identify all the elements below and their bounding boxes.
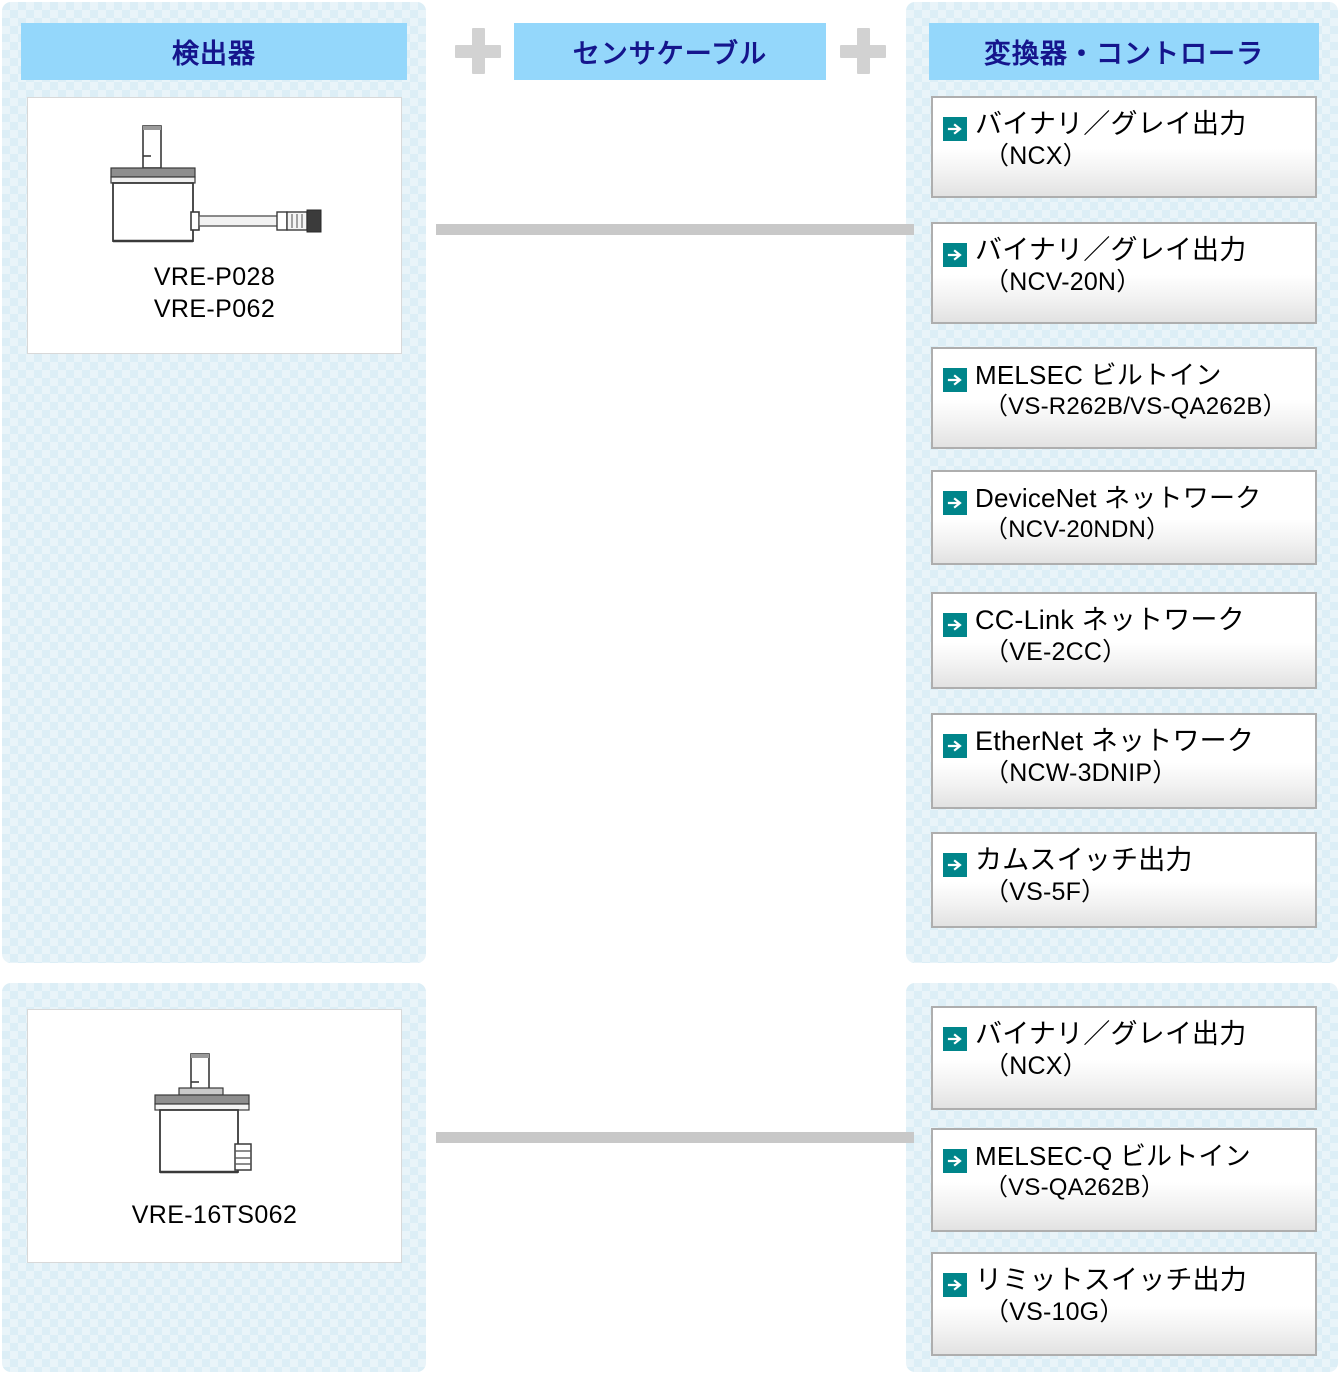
detector-card: VRE-P028 VRE-P062	[27, 97, 402, 354]
converter-option-title: CC-Link ネットワーク	[975, 605, 1245, 635]
converter-option-item[interactable]: バイナリ／グレイ出力 （NCX）	[931, 96, 1317, 198]
converter-option-item[interactable]: リミットスイッチ出力 （VS-10G）	[931, 1252, 1317, 1356]
detector-card: VRE-16TS062	[27, 1009, 402, 1263]
converter-option-title: EtherNet ネットワーク	[975, 726, 1255, 756]
arrow-right-icon	[943, 613, 967, 637]
sensor-cable-column-header: センサケーブル	[514, 23, 826, 80]
converter-option-title: DeviceNet ネットワーク	[975, 483, 1262, 513]
converter-option-code: （NCV-20N）	[984, 268, 1142, 296]
converter-option-title: バイナリ／グレイ出力	[975, 235, 1247, 265]
detector-column-header: 検出器	[21, 23, 407, 80]
converter-option-item[interactable]: カムスイッチ出力 （VS-5F）	[931, 832, 1317, 928]
converter-option-title: バイナリ／グレイ出力	[975, 109, 1247, 139]
converter-option-code: （VE-2CC）	[984, 638, 1128, 666]
arrow-right-icon	[943, 368, 967, 392]
converter-column-header: 変換器・コントローラ	[929, 23, 1319, 80]
detector-label: VRE-16TS062	[132, 1200, 298, 1232]
converter-option-code: （NCX）	[984, 142, 1088, 170]
arrow-right-icon	[943, 491, 967, 515]
converter-option-code: （VS-5F）	[984, 878, 1107, 906]
detector-label-line2: VRE-P062	[153, 294, 276, 323]
converter-option-item[interactable]: バイナリ／グレイ出力 （NCX）	[931, 1006, 1317, 1110]
converter-option-title: MELSEC ビルトイン	[975, 360, 1222, 390]
converter-option-title: バイナリ／グレイ出力	[975, 1019, 1247, 1049]
converter-option-title: カムスイッチ出力	[975, 845, 1193, 875]
detector-label-line1: VRE-16TS062	[131, 1201, 298, 1229]
converter-option-title: MELSEC-Q ビルトイン	[975, 1141, 1251, 1171]
arrow-right-icon	[943, 1027, 967, 1051]
detector-label-line1: VRE-P028	[153, 263, 276, 291]
arrow-right-icon	[943, 1149, 967, 1173]
arrow-right-icon	[943, 1273, 967, 1297]
plus-icon	[455, 28, 501, 74]
arrow-right-icon	[943, 117, 967, 141]
converter-option-item[interactable]: MELSEC ビルトイン （VS-R262B/VS-QA262B）	[931, 347, 1317, 449]
converter-option-title: リミットスイッチ出力	[975, 1265, 1247, 1295]
arrow-right-icon	[943, 853, 967, 877]
converter-option-code: （NCW-3DNIP）	[984, 759, 1178, 787]
converter-option-code: （NCX）	[984, 1052, 1088, 1080]
converter-option-item[interactable]: MELSEC-Q ビルトイン （VS-QA262B）	[931, 1128, 1317, 1232]
arrow-right-icon	[943, 734, 967, 758]
converter-option-code: （VS-QA262B）	[984, 1174, 1165, 1201]
converter-option-item[interactable]: DeviceNet ネットワーク （NCV-20NDN）	[931, 470, 1317, 565]
rotary-encoder-with-connector-drawing	[153, 1053, 252, 1174]
converter-option-item[interactable]: バイナリ／グレイ出力 （NCV-20N）	[931, 222, 1317, 324]
converter-option-code: （VS-R262B/VS-QA262B）	[984, 393, 1287, 420]
converter-option-code: （NCV-20NDN）	[984, 516, 1171, 543]
converter-option-item[interactable]: CC-Link ネットワーク （VE-2CC）	[931, 592, 1317, 689]
converter-option-code: （VS-10G）	[984, 1298, 1125, 1326]
rotary-encoder-with-cable-drawing	[109, 125, 321, 243]
sensor-cable-panel	[436, 2, 904, 1372]
converter-option-item[interactable]: EtherNet ネットワーク （NCW-3DNIP）	[931, 713, 1317, 809]
connector-line-top	[436, 224, 914, 235]
arrow-right-icon	[943, 243, 967, 267]
detector-label: VRE-P028 VRE-P062	[154, 262, 275, 325]
plus-icon	[840, 28, 886, 74]
connector-line-bottom	[436, 1132, 914, 1143]
